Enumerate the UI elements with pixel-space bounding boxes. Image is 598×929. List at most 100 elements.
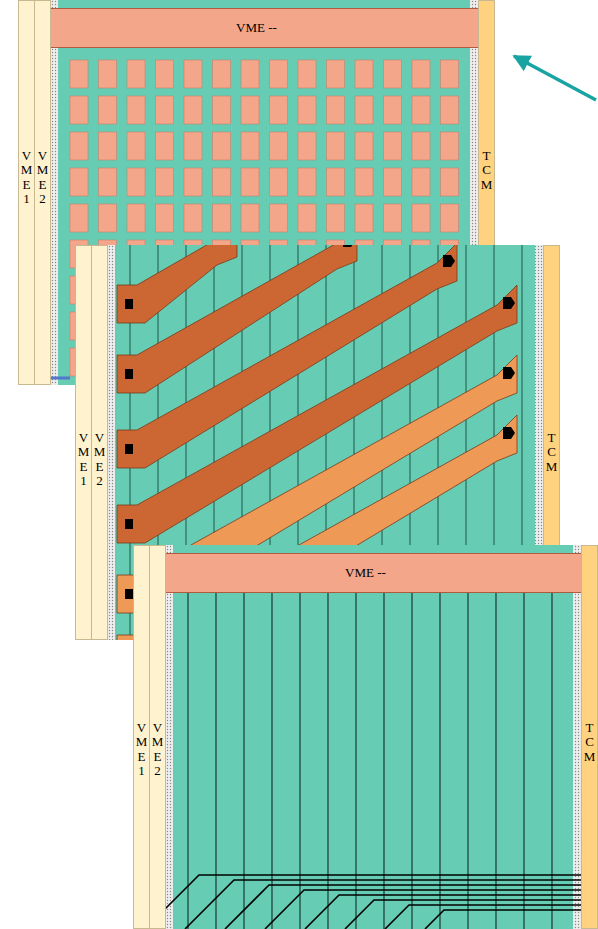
chip-rect xyxy=(241,132,259,160)
connector-mark xyxy=(125,299,133,309)
vme-slot: V M E 1 xyxy=(75,245,92,640)
slot-label: V M E 1 xyxy=(20,149,33,206)
chip-rect xyxy=(184,132,202,160)
chip-rect xyxy=(355,96,373,124)
chip-rect xyxy=(127,96,145,124)
slot-line xyxy=(495,585,496,929)
chip-rect xyxy=(127,168,145,196)
chip-rect xyxy=(184,60,202,88)
connector-mark xyxy=(125,369,133,379)
chip-rect xyxy=(213,96,231,124)
chip-rect xyxy=(384,60,402,88)
connector-mark xyxy=(503,427,515,439)
vme-slot: V M E 1 xyxy=(133,545,150,929)
chip-rect xyxy=(156,168,174,196)
chip-rect xyxy=(127,60,145,88)
bus-cable xyxy=(305,895,598,929)
vme-slot: V M E 2 xyxy=(34,0,51,385)
vme-slot: V M E 2 xyxy=(149,545,166,929)
slot-label: T C M xyxy=(583,721,596,764)
connector-mark xyxy=(503,297,515,309)
slot-line xyxy=(551,585,552,929)
chip-rect xyxy=(213,132,231,160)
chip-rect xyxy=(127,132,145,160)
chip-rect xyxy=(327,132,345,160)
chip-rect xyxy=(327,60,345,88)
chip-rect xyxy=(355,132,373,160)
chip-rect xyxy=(270,60,288,88)
bus-cable xyxy=(345,900,598,929)
chip-rect xyxy=(70,96,88,124)
chip-rect xyxy=(99,204,117,232)
chip-rect xyxy=(70,168,88,196)
chip-rect xyxy=(412,60,430,88)
chip-rect xyxy=(241,168,259,196)
chip-rect xyxy=(156,96,174,124)
vme-slot: V M E 2 xyxy=(91,245,108,640)
chip-rect xyxy=(298,132,316,160)
vme-bus-bar: VME -- xyxy=(143,553,588,593)
bus-cable xyxy=(185,880,598,929)
chip-rect xyxy=(213,60,231,88)
chip-rect xyxy=(99,60,117,88)
connector-mark xyxy=(503,367,515,379)
chip-rect xyxy=(412,168,430,196)
connector-mark xyxy=(443,255,455,267)
connector-mark xyxy=(125,589,133,599)
slot-line xyxy=(271,585,272,929)
chip-rect xyxy=(156,60,174,88)
chip-rect xyxy=(298,96,316,124)
slot-line xyxy=(383,585,384,929)
chip-rect xyxy=(270,204,288,232)
chip-rect xyxy=(270,132,288,160)
chip-rect xyxy=(412,132,430,160)
chip-rect xyxy=(156,204,174,232)
slot-label: V M E 1 xyxy=(135,721,148,778)
slot-line xyxy=(439,585,440,929)
chip-rect xyxy=(241,60,259,88)
slot-line xyxy=(299,585,300,929)
chip-rect xyxy=(213,204,231,232)
slot-label: T C M xyxy=(480,149,493,192)
chip-rect xyxy=(441,132,459,160)
slot-line xyxy=(215,585,216,929)
bus-cable xyxy=(225,885,598,929)
tcm-slot: T C M xyxy=(581,545,598,929)
chip-rect xyxy=(412,96,430,124)
dotted-strip xyxy=(107,245,115,640)
board-area xyxy=(173,545,573,929)
slot-line xyxy=(467,585,468,929)
chip-rect xyxy=(270,168,288,196)
slot-line xyxy=(243,585,244,929)
chip-rect xyxy=(184,96,202,124)
chip-rect xyxy=(127,204,145,232)
chip-rect xyxy=(298,168,316,196)
dotted-strip xyxy=(50,0,58,385)
chip-rect xyxy=(298,60,316,88)
chip-rect xyxy=(441,96,459,124)
slot-label: V M E 2 xyxy=(93,431,106,488)
chip-rect xyxy=(355,60,373,88)
slot-line xyxy=(411,585,412,929)
chip-rect xyxy=(99,96,117,124)
cable-band xyxy=(117,245,357,393)
chip-rect xyxy=(384,204,402,232)
chip-rect xyxy=(156,132,174,160)
bus-cable xyxy=(385,905,598,929)
chip-rect xyxy=(298,204,316,232)
chip-rect xyxy=(441,168,459,196)
bus-cable xyxy=(265,890,598,929)
vme-bus-bar: VME -- xyxy=(28,8,485,48)
bus-cable xyxy=(145,875,598,929)
dotted-strip xyxy=(573,545,581,929)
slot-line xyxy=(187,585,188,929)
chip-rect xyxy=(241,96,259,124)
chip-rect xyxy=(270,96,288,124)
dotted-strip xyxy=(165,545,173,929)
panel-ground xyxy=(133,545,598,929)
slot-label: V M E 1 xyxy=(77,431,90,488)
vme-slot: V M E 1 xyxy=(18,0,35,385)
callout-arrow xyxy=(514,56,596,100)
chip-rect xyxy=(99,132,117,160)
